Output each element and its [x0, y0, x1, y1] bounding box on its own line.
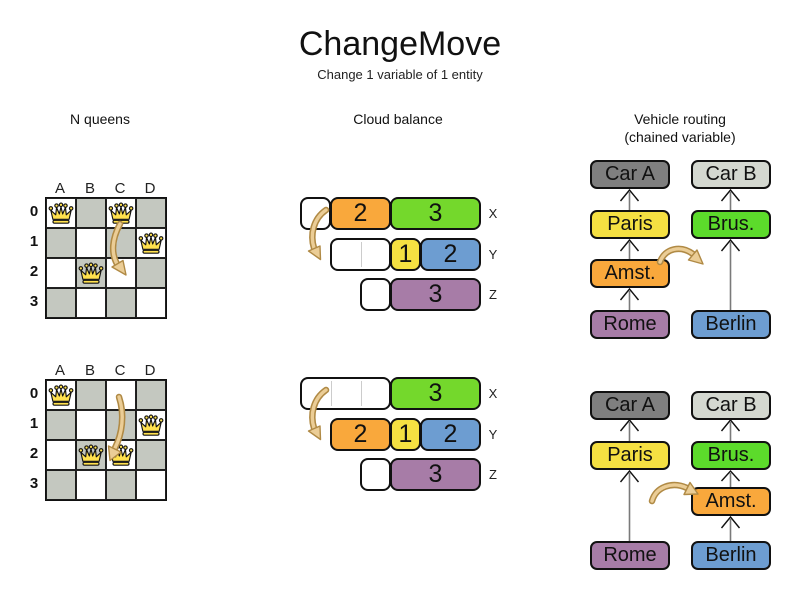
vehicle-header-line2: (chained variable) [624, 129, 736, 145]
queen-icon [78, 444, 104, 468]
vr-top-brus: Brus. [691, 210, 771, 239]
board-cell [76, 288, 106, 318]
board-cell [136, 198, 166, 228]
cloud-bottom-y-process-blue: 2 [420, 418, 481, 451]
cloud-top-x-empty [300, 197, 331, 230]
cloud-top-y-process-yellow: 1 [390, 238, 421, 271]
unit-divider [331, 381, 332, 406]
cloud-top-y-process-blue: 2 [420, 238, 481, 271]
board-cell [46, 258, 76, 288]
row-label-0: 0 [29, 203, 39, 220]
board-cell [106, 380, 136, 410]
queen-icon [138, 414, 164, 438]
unit-divider [361, 242, 362, 267]
col-label-c: C [114, 362, 126, 379]
board-cell [136, 470, 166, 500]
board-cell [46, 470, 76, 500]
vehicle-header-line1: Vehicle routing [634, 111, 726, 127]
board-cell [76, 380, 106, 410]
vr-bottom-rome: Rome [590, 541, 670, 570]
col-label-c: C [114, 180, 126, 197]
board-cell [136, 380, 166, 410]
vr-bottom-car-b: Car B [691, 391, 771, 420]
col-label-a: A [54, 362, 65, 379]
unit-divider [361, 381, 362, 406]
board-cell [136, 258, 166, 288]
board-cell [106, 288, 136, 318]
row-label-3: 3 [29, 293, 39, 310]
col-label-b: B [84, 180, 95, 197]
vr-bottom-car-a: Car A [590, 391, 670, 420]
board-cell [46, 228, 76, 258]
board-cell [76, 410, 106, 440]
board-cell [106, 470, 136, 500]
page-subtitle: Change 1 variable of 1 entity [317, 67, 483, 82]
col-label-d: D [144, 362, 156, 379]
board-cell [46, 410, 76, 440]
cloud-bottom-y-process-orange: 2 [330, 418, 391, 451]
board-cell [136, 440, 166, 470]
board-cell [76, 228, 106, 258]
col-label-d: D [144, 180, 156, 197]
nqueens-board-bottom [45, 379, 167, 501]
queen-icon [108, 444, 134, 468]
computer-label-y: Y [488, 427, 498, 442]
row-label-3: 3 [29, 475, 39, 492]
board-cell [106, 410, 136, 440]
row-label-2: 2 [29, 445, 39, 462]
nqueens-board-top [45, 197, 167, 319]
board-cell [46, 288, 76, 318]
board-cell [76, 198, 106, 228]
row-label-1: 1 [29, 233, 39, 250]
queen-icon [78, 262, 104, 286]
board-cell [46, 440, 76, 470]
vr-bottom-chain-links [619, 418, 741, 541]
queen-icon [138, 232, 164, 256]
queen-icon [108, 202, 134, 226]
vr-top-car-b: Car B [691, 160, 771, 189]
cloud-bottom-x-process-green: 3 [390, 377, 481, 410]
cloud-bottom-x-empty [300, 377, 391, 410]
computer-label-x: X [488, 206, 498, 221]
row-label-1: 1 [29, 415, 39, 432]
cloud-header: Cloud balance [353, 111, 443, 127]
board-cell [106, 228, 136, 258]
cloud-top-y-empty [330, 238, 391, 271]
vr-top-rome: Rome [590, 310, 670, 339]
vr-top-amst: Amst. [590, 259, 670, 288]
col-label-b: B [84, 362, 95, 379]
vr-top-car-a: Car A [590, 160, 670, 189]
computer-label-z: Z [489, 467, 497, 482]
col-label-a: A [54, 180, 65, 197]
board-cell [76, 470, 106, 500]
cloud-bottom-z-process-purple: 3 [390, 458, 481, 491]
board-cell [136, 288, 166, 318]
vr-top-paris: Paris [590, 210, 670, 239]
row-label-0: 0 [29, 385, 39, 402]
vr-bottom-brus: Brus. [691, 441, 771, 470]
vr-bottom-berlin: Berlin [691, 541, 771, 570]
row-label-2: 2 [29, 263, 39, 280]
cloud-top-z-process-purple: 3 [390, 278, 481, 311]
vr-bottom-paris: Paris [590, 441, 670, 470]
vr-top-chain-links [619, 188, 741, 310]
cloud-top-z-empty [360, 278, 391, 311]
computer-label-y: Y [488, 247, 498, 262]
vr-top-berlin: Berlin [691, 310, 771, 339]
vr-bottom-amst: Amst. [691, 487, 771, 516]
cloud-top-x-process-orange: 2 [330, 197, 391, 230]
cloud-top-x-process-green: 3 [390, 197, 481, 230]
computer-label-z: Z [489, 287, 497, 302]
cloud-bottom-y-process-yellow: 1 [390, 418, 421, 451]
board-cell [106, 258, 136, 288]
queen-icon [48, 202, 74, 226]
nqueens-header: N queens [70, 111, 130, 127]
cloud-bottom-z-empty [360, 458, 391, 491]
computer-label-x: X [488, 386, 498, 401]
queen-icon [48, 384, 74, 408]
page-title: ChangeMove [298, 25, 502, 63]
